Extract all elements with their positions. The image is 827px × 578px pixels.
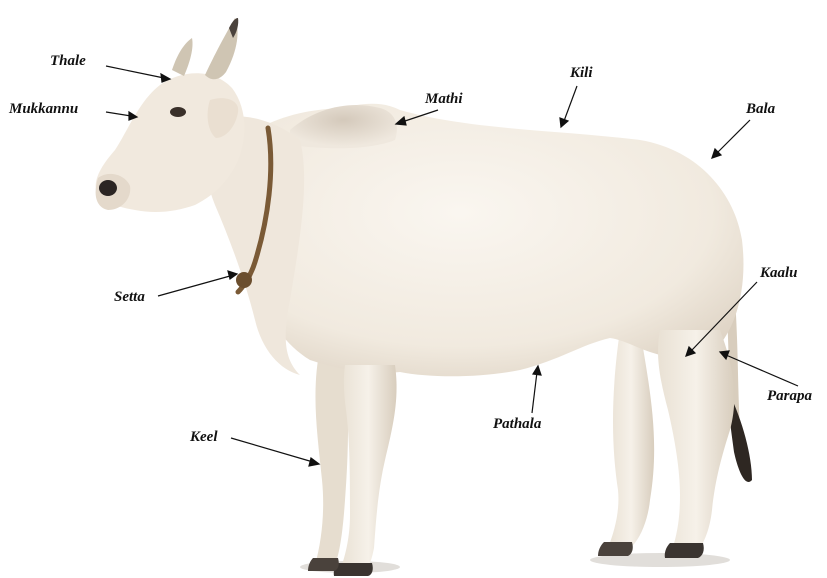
label-parapa: Parapa	[767, 389, 812, 404]
back-leg-far	[608, 330, 654, 548]
label-mukkannu: Mukkannu	[9, 102, 78, 117]
arrow-mukkannu	[106, 112, 131, 116]
hoof-front-far	[308, 558, 339, 571]
arrow-setta	[158, 276, 230, 296]
arrow-bala	[718, 120, 750, 152]
horn-left	[172, 38, 193, 76]
front-leg-far	[315, 360, 348, 565]
nostril	[99, 180, 117, 196]
label-keel: Keel	[190, 430, 218, 445]
front-leg-near	[340, 365, 397, 570]
arrow-keel	[231, 438, 313, 462]
arrow-thale	[106, 66, 164, 78]
label-bala: Bala	[746, 102, 775, 117]
eye	[170, 107, 186, 117]
label-kaalu: Kaalu	[760, 266, 798, 281]
label-kili: Kili	[570, 66, 593, 81]
label-setta: Setta	[114, 290, 145, 305]
rope-knot	[236, 272, 252, 288]
label-thale: Thale	[50, 54, 86, 69]
hump	[290, 105, 397, 148]
label-mathi: Mathi	[425, 92, 463, 107]
back-leg-near	[658, 330, 734, 550]
label-pathala: Pathala	[493, 417, 541, 432]
hoof-back-near	[665, 543, 704, 558]
arrow-pathala	[532, 372, 537, 413]
arrow-kili	[564, 86, 577, 121]
hoof-back-far	[598, 542, 633, 556]
hoof-front-near	[334, 563, 373, 576]
